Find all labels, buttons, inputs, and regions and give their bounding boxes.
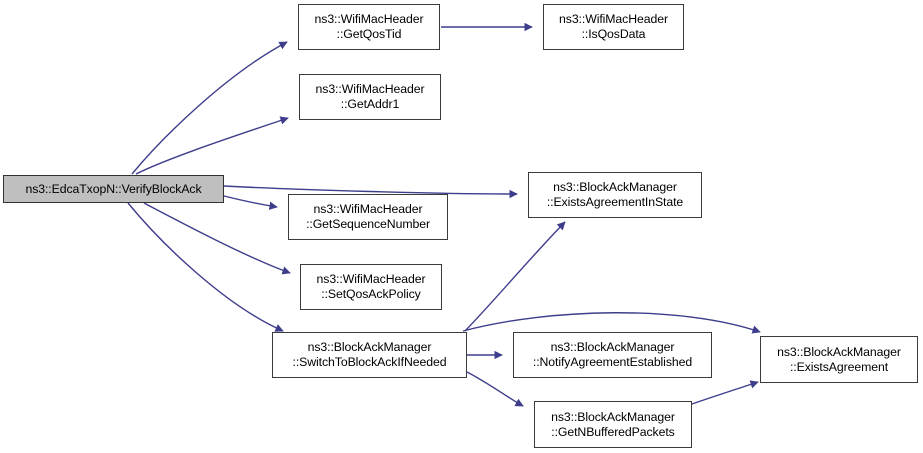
edge-get-n-buffered-packets-to-exists-agreement [691, 380, 759, 405]
edge-verify-block-ack-to-get-qos-tid [131, 41, 288, 175]
node-label-line1: ns3::BlockAckManager [307, 340, 432, 354]
node-label-line2: ::ExistsAgreementInState [546, 195, 684, 209]
node-label-line2: ::SwitchToBlockAckIfNeeded [292, 355, 447, 369]
node-label-line2: ::GetQosTid [336, 27, 402, 41]
edge-switch-to-block-ack-if-needed-to-get-n-buffered-packets [466, 371, 524, 407]
node-label-line2: ::IsQosData [581, 27, 646, 41]
node-label-line1: ns3::BlockAckManager [551, 409, 675, 424]
edge-switch-to-block-ack-if-needed-to-exists-agreement [462, 312, 761, 334]
node-label-line1: ns3::WifiMacHeader [315, 82, 425, 96]
node-is-qos-data[interactable]: ns3::WifiMacHeader::IsQosData [543, 4, 684, 50]
edge-verify-block-ack-to-switch-to-block-ack-if-needed [127, 202, 284, 332]
node-label-line2: ::SetQosAckPolicy [321, 287, 421, 301]
edge-switch-to-block-ack-if-needed-to-exists-agreement-in-state [464, 221, 566, 332]
edge-paths [127, 22, 761, 407]
node-verify-block-ack[interactable]: ns3::EdcaTxopN::VerifyBlockAck [3, 175, 224, 203]
node-get-qos-tid[interactable]: ns3::WifiMacHeader::GetQosTid [298, 4, 440, 50]
edge-verify-block-ack-to-set-qos-ack-policy [143, 202, 291, 275]
edge-verify-block-ack-to-exists-agreement-in-state [223, 185, 518, 199]
node-label-line2: ::GetSequenceNumber [306, 217, 430, 231]
node-get-addr1[interactable]: ns3::WifiMacHeader::GetAddr1 [299, 74, 441, 120]
node-label-line1: ns3::BlockAckManager [553, 180, 677, 194]
node-label-line2: ::NotifyAgreementEstablished [532, 355, 693, 369]
node-label-line1: ns3::WifiMacHeader [316, 272, 426, 286]
edge-verify-block-ack-to-get-sequence-number [223, 195, 278, 210]
node-exists-agreement-in-state[interactable]: ns3::BlockAckManager::ExistsAgreementInS… [528, 172, 702, 218]
node-switch-to-block-ack-if-needed[interactable]: ns3::BlockAckManager::SwitchToBlockAckIf… [272, 332, 467, 378]
node-exists-agreement[interactable]: ns3::BlockAckManager::ExistsAgreement [760, 336, 918, 383]
node-label-line1: ns3::BlockAckManager [550, 340, 675, 354]
node-label-line1: ns3::WifiMacHeader [559, 12, 668, 26]
node-get-n-buffered-packets[interactable]: ns3::BlockAckManager::GetNBufferedPacket… [534, 401, 692, 448]
node-get-sequence-number[interactable]: ns3::WifiMacHeader::GetSequenceNumber [288, 194, 448, 240]
node-label-line1: ns3::WifiMacHeader [313, 202, 423, 216]
node-notify-agreement-established[interactable]: ns3::BlockAckManager::NotifyAgreementEst… [513, 332, 712, 378]
node-label-line2: ::ExistsAgreement [789, 359, 889, 374]
node-set-qos-ack-policy[interactable]: ns3::WifiMacHeader::SetQosAckPolicy [300, 264, 442, 310]
node-label-line1: ns3::EdcaTxopN::VerifyBlockAck [25, 181, 202, 196]
node-label-line1: ns3::WifiMacHeader [314, 12, 424, 26]
node-label-line2: ::GetNBufferedPackets [551, 424, 675, 439]
node-label-line2: ::GetAddr1 [340, 97, 400, 111]
node-label-line1: ns3::BlockAckManager [777, 344, 901, 359]
edge-verify-block-ack-to-get-addr1 [135, 116, 289, 175]
